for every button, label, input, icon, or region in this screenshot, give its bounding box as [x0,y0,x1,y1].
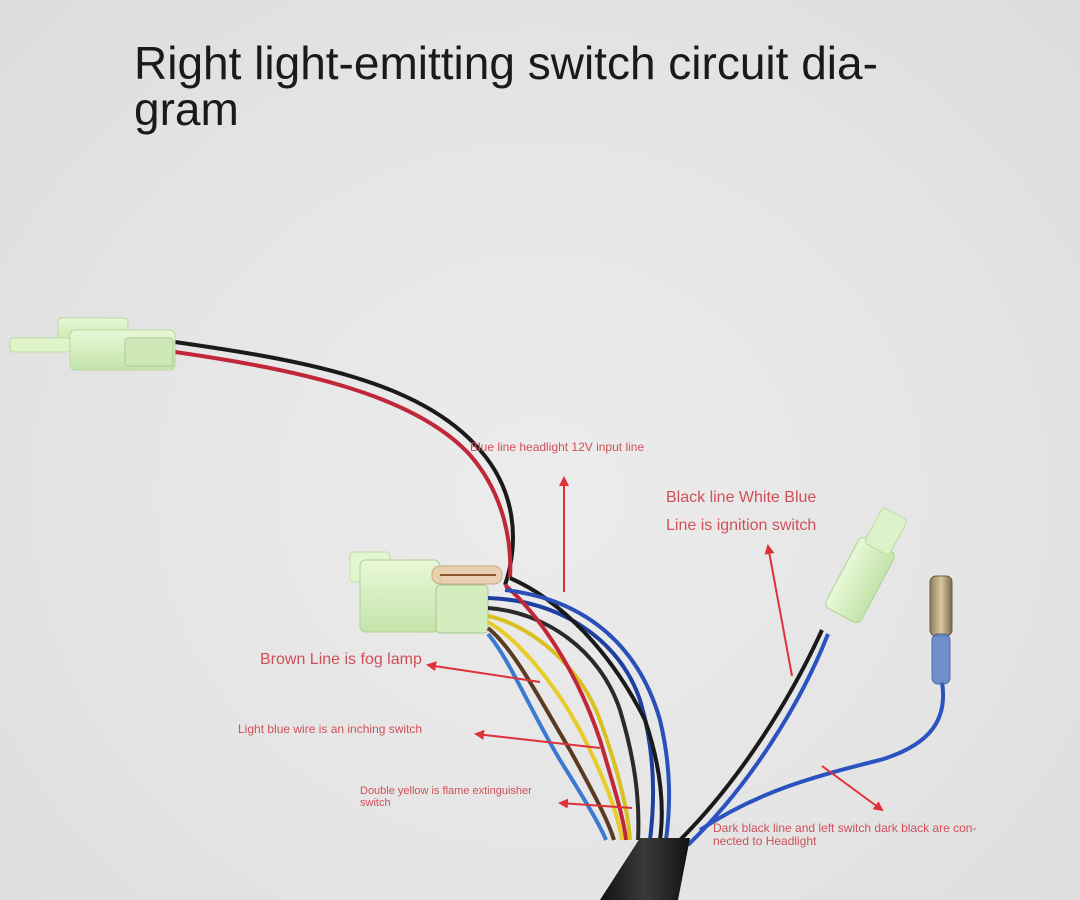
label-flame-line-2: switch [360,797,391,809]
page-title-line-2: gram [134,83,239,135]
label-headlight-line-1: Dark black line and left switch dark bla… [713,821,977,835]
top-left-connector [9,317,176,371]
arrow-inching-switch [474,729,601,749]
label-blue-line: Blue line headlight 12V input line [470,440,645,454]
label-fog-lamp: Brown Line is fog lamp [260,651,422,668]
middle-connector [349,551,503,634]
label-ignition-line-1: Black line White Blue [666,489,817,506]
label-headlight-line-2: nected to Headlight [713,834,817,848]
arrow-headlight [821,765,884,812]
right-connector [825,508,907,624]
arrow-flame-switch [558,798,633,809]
annotation-arrows [426,476,884,812]
label-flame-switch: Double yellow is flame extinguisher swit… [360,785,610,809]
arrow-fog-lamp [426,661,541,683]
label-ignition-switch: Black line White Blue Line is ignition s… [666,484,816,540]
page-title: Right light-emitting switch circuit dia-… [134,40,954,132]
label-headlight: Dark black line and left switch dark bla… [713,822,976,848]
top-left-connector-wires [174,340,515,586]
label-flame-line-1: Double yellow is flame extinguisher [360,785,532,797]
cable-sheath [600,838,690,900]
label-inching-switch: Light blue wire is an inching switch [238,722,423,736]
arrow-ignition [764,544,793,677]
label-ignition-line-2: Line is ignition switch [666,517,817,534]
main-bundle-wires [486,576,672,841]
page-title-line-1: Right light-emitting switch circuit dia- [134,37,878,89]
right-side-wires [678,629,945,847]
bullet-terminal [929,575,953,685]
